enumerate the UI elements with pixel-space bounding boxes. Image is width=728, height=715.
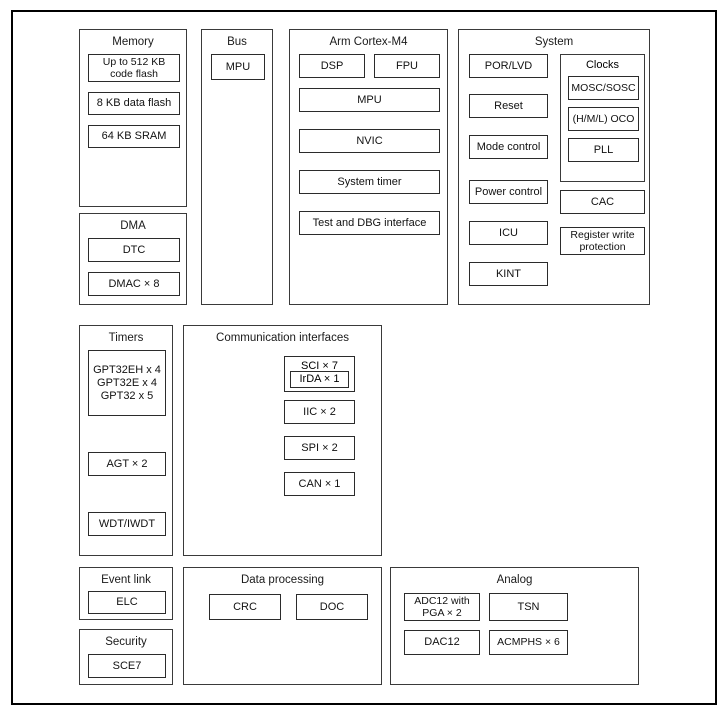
block-agt: AGT × 2 bbox=[88, 452, 166, 476]
block-wdt-iwdt: WDT/IWDT bbox=[88, 512, 166, 536]
block-sce7: SCE7 bbox=[88, 654, 166, 678]
block-sram: 64 KB SRAM bbox=[88, 125, 180, 148]
section-dma-title: DMA bbox=[120, 220, 146, 232]
subsection-clocks-title: Clocks bbox=[585, 59, 619, 71]
block-dtc: DTC bbox=[88, 238, 180, 262]
chip-outer-frame: Memory Up to 512 KB code flash 8 KB data… bbox=[11, 10, 717, 705]
section-system-title: System bbox=[534, 36, 574, 48]
section-memory: Memory Up to 512 KB code flash 8 KB data… bbox=[79, 29, 187, 207]
block-spi: SPI × 2 bbox=[284, 436, 355, 460]
section-event-link-title: Event link bbox=[101, 574, 151, 586]
block-test-dbg-interface: Test and DBG interface bbox=[299, 211, 440, 235]
block-sci-label: SCI × 7 bbox=[301, 360, 338, 372]
block-adc12: ADC12 with PGA × 2 bbox=[404, 593, 480, 621]
section-cpu-title: Arm Cortex-M4 bbox=[329, 36, 408, 48]
subsection-clocks: Clocks MOSC/SOSC (H/M/L) OCO PLL bbox=[560, 54, 645, 182]
block-fpu: FPU bbox=[374, 54, 440, 78]
block-cac: CAC bbox=[560, 190, 645, 214]
block-power-control: Power control bbox=[469, 180, 548, 204]
block-crc: CRC bbox=[209, 594, 281, 620]
section-bus: Bus MPU bbox=[201, 29, 273, 305]
block-doc: DOC bbox=[296, 594, 368, 620]
block-gpt32: GPT32EH x 4 GPT32E x 4 GPT32 x 5 bbox=[88, 350, 166, 416]
block-system-timer: System timer bbox=[299, 170, 440, 194]
section-data-processing: Data processing CRC DOC bbox=[183, 567, 382, 685]
block-dsp: DSP bbox=[299, 54, 365, 78]
section-security-title: Security bbox=[105, 636, 147, 648]
block-data-flash: 8 KB data flash bbox=[88, 92, 180, 115]
block-kint: KINT bbox=[469, 262, 548, 286]
block-sci: SCI × 7 IrDA × 1 bbox=[284, 356, 355, 392]
section-analog-title: Analog bbox=[496, 574, 533, 586]
section-communication-title: Communication interfaces bbox=[216, 332, 349, 344]
block-elc: ELC bbox=[88, 591, 166, 614]
block-tsn: TSN bbox=[489, 593, 568, 621]
block-register-write-protection: Register write protection bbox=[560, 227, 645, 255]
block-pll: PLL bbox=[568, 138, 639, 162]
block-code-flash: Up to 512 KB code flash bbox=[88, 54, 180, 82]
section-analog: Analog ADC12 with PGA × 2 TSN DAC12 ACMP… bbox=[390, 567, 639, 685]
block-reset: Reset bbox=[469, 94, 548, 118]
section-security: Security SCE7 bbox=[79, 629, 173, 685]
block-mosc-sosc: MOSC/SOSC bbox=[568, 76, 639, 100]
block-mode-control: Mode control bbox=[469, 135, 548, 159]
block-dac12: DAC12 bbox=[404, 630, 480, 655]
section-memory-title: Memory bbox=[112, 36, 154, 48]
block-oco: (H/M/L) OCO bbox=[568, 107, 639, 131]
block-icu: ICU bbox=[469, 221, 548, 245]
section-data-processing-title: Data processing bbox=[240, 574, 325, 586]
block-dmac: DMAC × 8 bbox=[88, 272, 180, 296]
block-can: CAN × 1 bbox=[284, 472, 355, 496]
block-bus-mpu: MPU bbox=[211, 54, 265, 80]
section-system: System POR/LVD Reset Mode control Power … bbox=[458, 29, 650, 305]
block-por-lvd: POR/LVD bbox=[469, 54, 548, 78]
block-cpu-mpu: MPU bbox=[299, 88, 440, 112]
block-acmphs: ACMPHS × 6 bbox=[489, 630, 568, 655]
section-communication: Communication interfaces SCI × 7 IrDA × … bbox=[183, 325, 382, 556]
section-cpu: Arm Cortex-M4 DSP FPU MPU NVIC System ti… bbox=[289, 29, 448, 305]
block-nvic: NVIC bbox=[299, 129, 440, 153]
section-timers-title: Timers bbox=[108, 332, 144, 344]
section-event-link: Event link ELC bbox=[79, 567, 173, 620]
section-dma: DMA DTC DMAC × 8 bbox=[79, 213, 187, 305]
block-iic: IIC × 2 bbox=[284, 400, 355, 424]
block-irda: IrDA × 1 bbox=[290, 371, 349, 388]
section-bus-title: Bus bbox=[227, 36, 247, 48]
section-timers: Timers GPT32EH x 4 GPT32E x 4 GPT32 x 5 … bbox=[79, 325, 173, 556]
